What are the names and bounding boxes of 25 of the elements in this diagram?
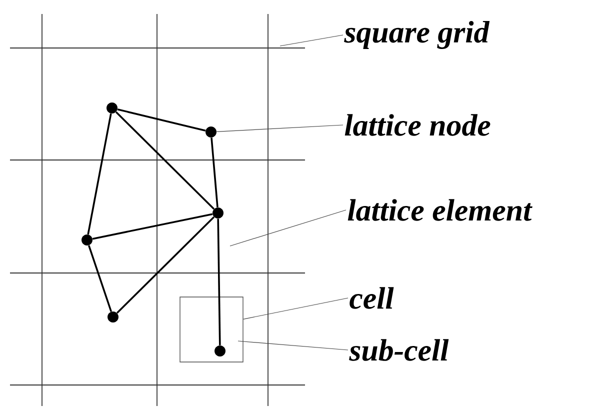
leader-line	[238, 340, 348, 350]
leader-line	[216, 124, 344, 132]
lattice-element-line	[88, 245, 112, 312]
lattice-node-dot	[214, 346, 226, 356]
lattice-element-line	[117, 108, 206, 132]
lattice-node-dot	[106, 102, 118, 114]
leader-line	[243, 298, 348, 320]
label-text: lattice element	[348, 199, 532, 221]
lattice-element-line	[92, 213, 213, 240]
lattice-element-line	[217, 218, 221, 346]
label-text: sub-cell	[349, 339, 449, 361]
lattice-element-line	[210, 138, 218, 208]
lattice-element-line	[115, 111, 215, 210]
label-text: cell	[350, 287, 394, 309]
leader-line	[230, 210, 346, 246]
label-text: lattice node	[344, 114, 490, 136]
lattice-node-dot	[206, 126, 216, 138]
lattice-element-line	[87, 113, 112, 235]
label-text: square grid	[344, 21, 490, 49]
lattice-node-dot	[108, 312, 118, 322]
cell-square	[180, 296, 244, 362]
lattice-node-dot	[212, 208, 224, 218]
lattice-element-line	[116, 216, 215, 314]
lattice-node-dot	[82, 234, 92, 246]
leader-line	[280, 34, 344, 46]
